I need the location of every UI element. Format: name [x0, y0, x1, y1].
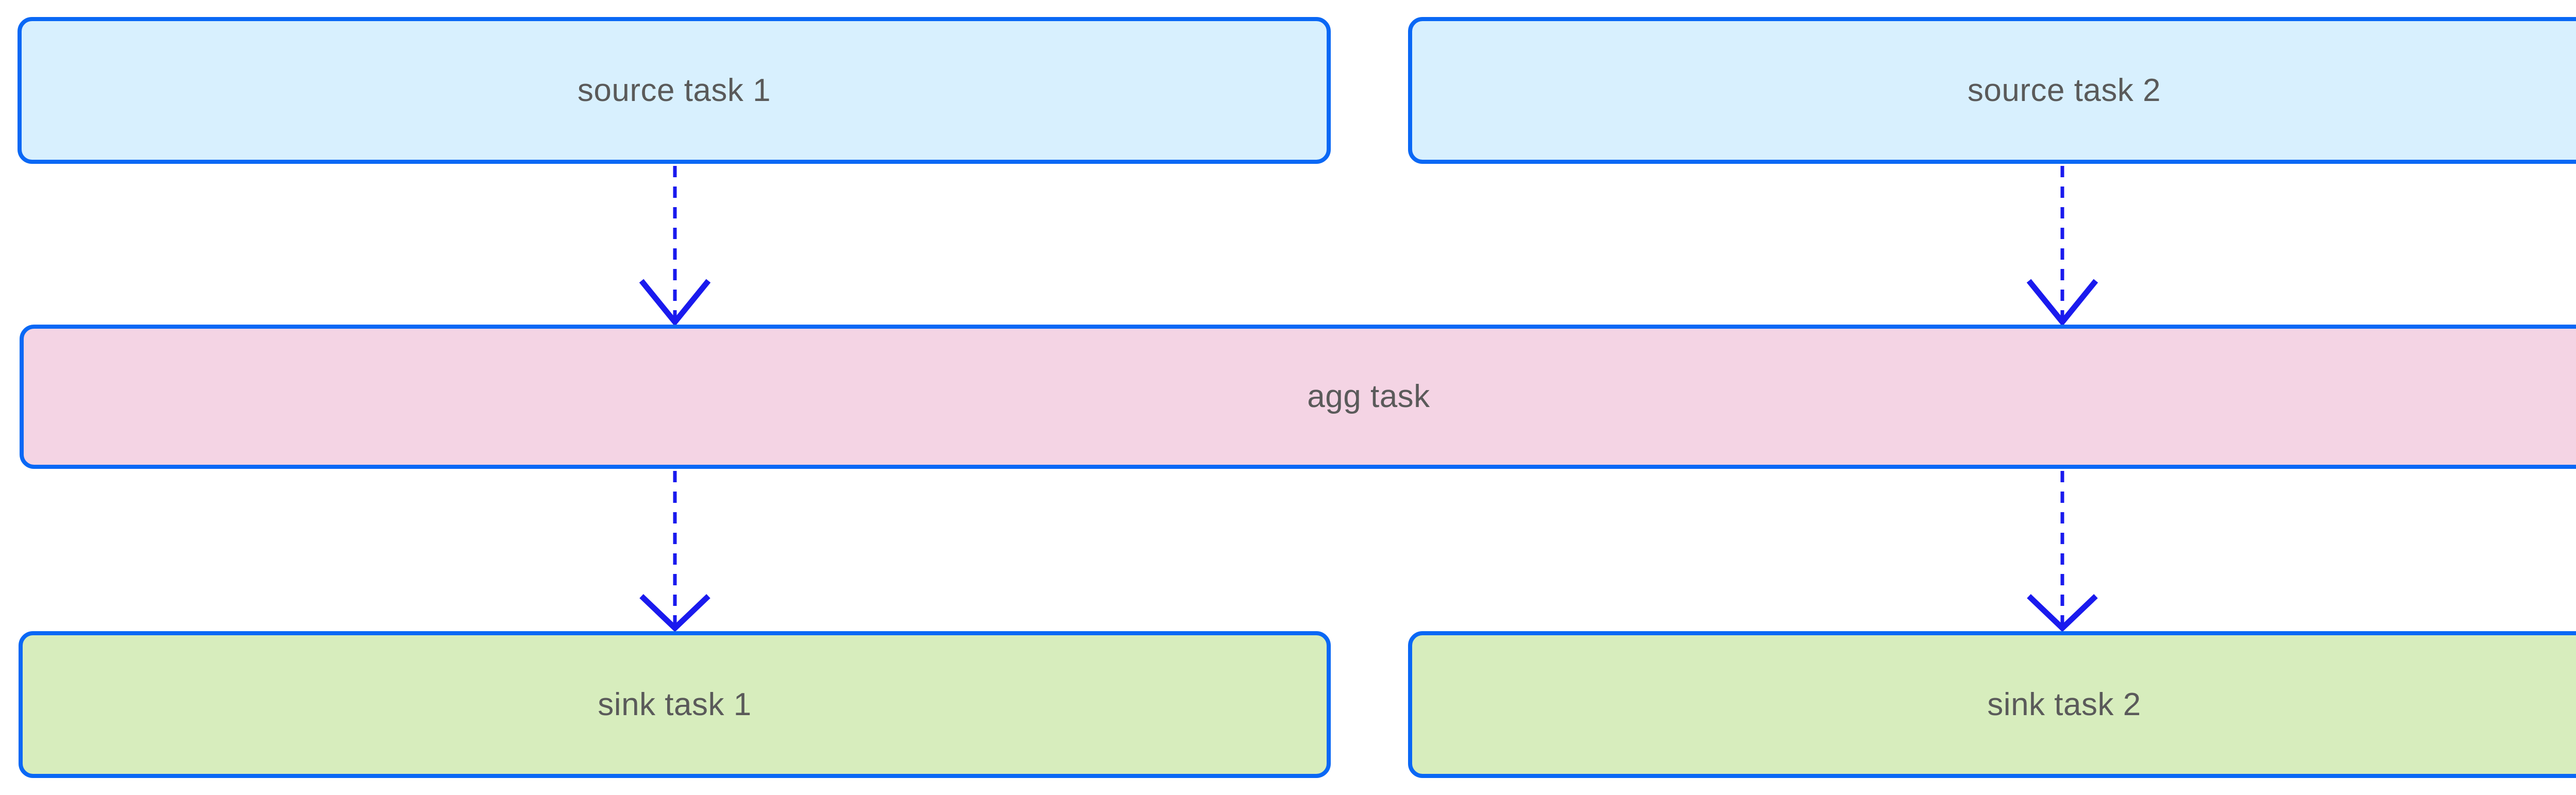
- node-source-task-1[interactable]: source task 1: [18, 17, 1331, 164]
- arrowhead-icon: [639, 279, 711, 327]
- edge-source1-to-agg: [639, 166, 711, 327]
- edge-agg-to-sink1: [639, 471, 710, 632]
- arrowhead-icon: [2026, 279, 2098, 327]
- node-sink-task-2[interactable]: sink task 2: [1408, 631, 2576, 778]
- node-label: source task 1: [577, 72, 771, 108]
- node-agg-task[interactable]: agg task: [20, 325, 2576, 469]
- node-source-task-2[interactable]: source task 2: [1408, 17, 2576, 164]
- node-label: source task 2: [1967, 72, 2161, 108]
- edge-source2-to-agg: [2026, 166, 2098, 327]
- edge-agg-to-sink2: [2027, 471, 2098, 632]
- node-sink-task-1[interactable]: sink task 1: [19, 631, 1331, 778]
- arrowhead-icon: [2027, 594, 2098, 632]
- node-label: agg task: [1307, 379, 1430, 414]
- node-label: sink task 1: [598, 686, 752, 722]
- node-label: sink task 2: [1987, 686, 2141, 722]
- arrowhead-icon: [639, 594, 710, 632]
